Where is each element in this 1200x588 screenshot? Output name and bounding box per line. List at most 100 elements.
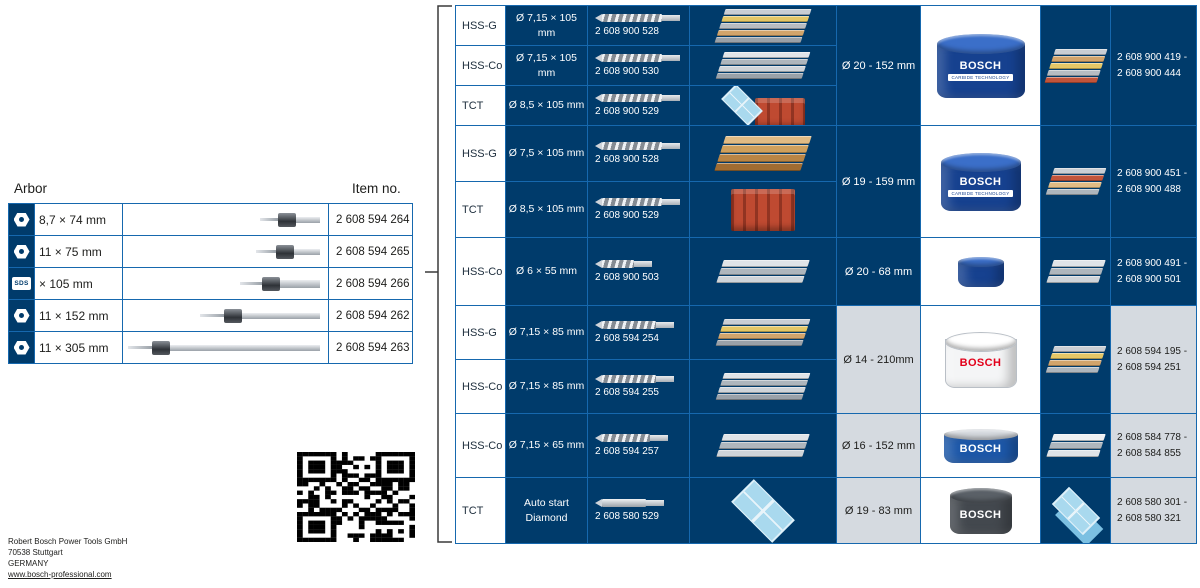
pilot-dimension-text: Ø 6 × 55 mm <box>516 265 577 278</box>
pilot-drill-cell: 2 608 900 529 <box>588 182 690 238</box>
pilot-dimension: Ø 7,15 × 105 mm <box>506 46 588 86</box>
diameter-range: Ø 19 - 159 mm <box>837 126 921 238</box>
arbor-row: 11 × 305 mm 2 608 594 263 <box>9 332 413 364</box>
pilot-drill-cell: 2 608 900 528 <box>588 6 690 46</box>
pilot-dimension: Ø 8,5 × 105 mm <box>506 86 588 126</box>
arbor-size: 8,7 × 74 mm <box>35 204 123 236</box>
material-icon <box>690 6 837 46</box>
item-number-range: 2 608 900 419 - 2 608 900 444 <box>1111 6 1197 126</box>
item-range-from: 2 608 594 195 - <box>1117 345 1188 357</box>
arbor-row: 11 × 152 mm 2 608 594 262 <box>9 300 413 332</box>
materials-stack-icon <box>1041 306 1111 414</box>
holesaw-image <box>921 238 1041 306</box>
arbor-size: 11 × 75 mm <box>35 236 123 268</box>
pilot-dimension: Ø 7,5 × 105 mm <box>506 126 588 182</box>
pilot-dimension: Ø 8,5 × 105 mm <box>506 182 588 238</box>
compatibility-table: HSS-G Ø 7,15 × 105 mm 2 608 900 528 HSS-… <box>455 5 1197 544</box>
hex-shank-icon <box>9 300 35 332</box>
sds-shank-icon: SDS <box>9 268 35 300</box>
pilot-drill-cell: 2 608 900 530 <box>588 46 690 86</box>
pilot-dimension-text: Ø 8,5 × 105 mm <box>508 99 585 112</box>
material-icon <box>690 182 837 238</box>
item-number-range: 2 608 900 451 - 2 608 900 488 <box>1111 126 1197 238</box>
pilot-dimension-text2: Diamond <box>525 511 568 524</box>
pilot-dimension-text: Ø 7,15 × 105 mm <box>515 12 577 39</box>
item-number-range: 2 608 900 491 - 2 608 900 501 <box>1111 238 1197 306</box>
arbor-item-number: 2 608 594 262 <box>329 300 413 332</box>
pilot-item-number: 2 608 594 255 <box>595 387 659 398</box>
pilot-dimension: Ø 7,15 × 85 mm <box>506 306 588 360</box>
drill-bit-icon <box>595 94 682 102</box>
hex-shank-icon <box>9 332 35 364</box>
pilot-item-number: 2 608 900 529 <box>595 106 659 117</box>
pilot-drill-cell: 2 608 594 257 <box>588 414 690 478</box>
brace-connector <box>425 5 452 543</box>
footer: Robert Bosch Power Tools GmbH 70538 Stut… <box>8 536 127 580</box>
pilot-dimension: Auto start Diamond <box>506 478 588 544</box>
company-city: 70538 Stuttgart <box>8 548 63 557</box>
item-range-to: 2 608 594 251 <box>1117 361 1181 373</box>
arbor-item-number: 2 608 594 263 <box>329 332 413 364</box>
pilot-drill-cell: 2 608 900 529 <box>588 86 690 126</box>
arbor-image <box>123 332 329 364</box>
materials-stack-icon <box>1041 126 1111 238</box>
item-range-from: 2 608 900 491 - <box>1117 257 1188 269</box>
pilot-item-number: 2 608 900 528 <box>595 154 659 165</box>
pilot-drill-cell: 2 608 580 529 <box>588 478 690 544</box>
item-range-to: 2 608 584 855 <box>1117 447 1181 459</box>
pilot-dimension-text: Ø 7,5 × 105 mm <box>508 147 585 160</box>
item-range-to: 2 608 900 488 <box>1117 183 1181 195</box>
item-range-to: 2 608 900 501 <box>1117 273 1181 285</box>
pilot-item-number: 2 608 900 529 <box>595 210 659 221</box>
item-range-to: 2 608 900 444 <box>1117 67 1181 79</box>
arbor-item-number: 2 608 594 265 <box>329 236 413 268</box>
arbor-image <box>123 268 329 300</box>
pilot-item-number: 2 608 900 530 <box>595 66 659 77</box>
material-icon <box>690 46 837 86</box>
pilot-type: HSS-G <box>456 6 506 46</box>
item-range-from: 2 608 900 451 - <box>1117 167 1188 179</box>
arbor-table: 8,7 × 74 mm 2 608 594 264 11 × 75 mm 2 6… <box>8 203 413 364</box>
pilot-item-number: 2 608 594 257 <box>595 446 659 457</box>
arbor-row: 8,7 × 74 mm 2 608 594 264 <box>9 204 413 236</box>
item-range-from: 2 608 900 419 - <box>1117 51 1188 63</box>
pilot-item-number: 2 608 900 528 <box>595 26 659 37</box>
holesaw-image: BOSCH <box>921 478 1041 544</box>
hex-shank-icon <box>9 236 35 268</box>
pilot-dimension-text: Auto start <box>524 497 569 510</box>
website-link[interactable]: www.bosch-professional.com <box>8 570 112 579</box>
pilot-dimension-text: Ø 7,15 × 65 mm <box>508 439 585 452</box>
pilot-type: HSS-Co <box>456 46 506 86</box>
diameter-range: Ø 20 - 152 mm <box>837 6 921 126</box>
pilot-dimension-text: Ø 7,15 × 85 mm <box>508 380 585 393</box>
pilot-drill-cell: 2 608 594 255 <box>588 360 690 414</box>
pilot-drill-cell: 2 608 594 254 <box>588 306 690 360</box>
material-icon <box>690 306 837 360</box>
pilot-dimension: Ø 6 × 55 mm <box>506 238 588 306</box>
diameter-range: Ø 19 - 83 mm <box>837 478 921 544</box>
company-name: Robert Bosch Power Tools GmbH <box>8 537 128 546</box>
item-number-range: 2 608 580 301 - 2 608 580 321 <box>1111 478 1197 544</box>
arbor-image <box>123 204 329 236</box>
item-range-from: 2 608 584 778 - <box>1117 431 1188 443</box>
pilot-dimension-text: Ø 7,15 × 85 mm <box>508 326 585 339</box>
arbor-size: 11 × 305 mm <box>35 332 123 364</box>
holesaw-image: BOSCH <box>921 414 1041 478</box>
item-range-to: 2 608 580 321 <box>1117 512 1181 524</box>
materials-stack-icon <box>1041 6 1111 126</box>
arbor-item-number: 2 608 594 264 <box>329 204 413 236</box>
material-icon <box>690 478 837 544</box>
pilot-item-number: 2 608 900 503 <box>595 272 659 283</box>
qr-code <box>297 452 416 547</box>
item-number-range: 2 608 584 778 - 2 608 584 855 <box>1111 414 1197 478</box>
item-range-from: 2 608 580 301 - <box>1117 496 1188 508</box>
pilot-type: TCT <box>456 478 506 544</box>
drill-bit-icon <box>595 260 682 268</box>
arbor-item-number: 2 608 594 266 <box>329 268 413 300</box>
drill-bit-icon <box>595 198 682 206</box>
item-number-range: 2 608 594 195 - 2 608 594 251 <box>1111 306 1197 414</box>
material-icon <box>690 86 837 126</box>
materials-stack-icon <box>1041 478 1111 544</box>
pilot-dimension: Ø 7,15 × 65 mm <box>506 414 588 478</box>
